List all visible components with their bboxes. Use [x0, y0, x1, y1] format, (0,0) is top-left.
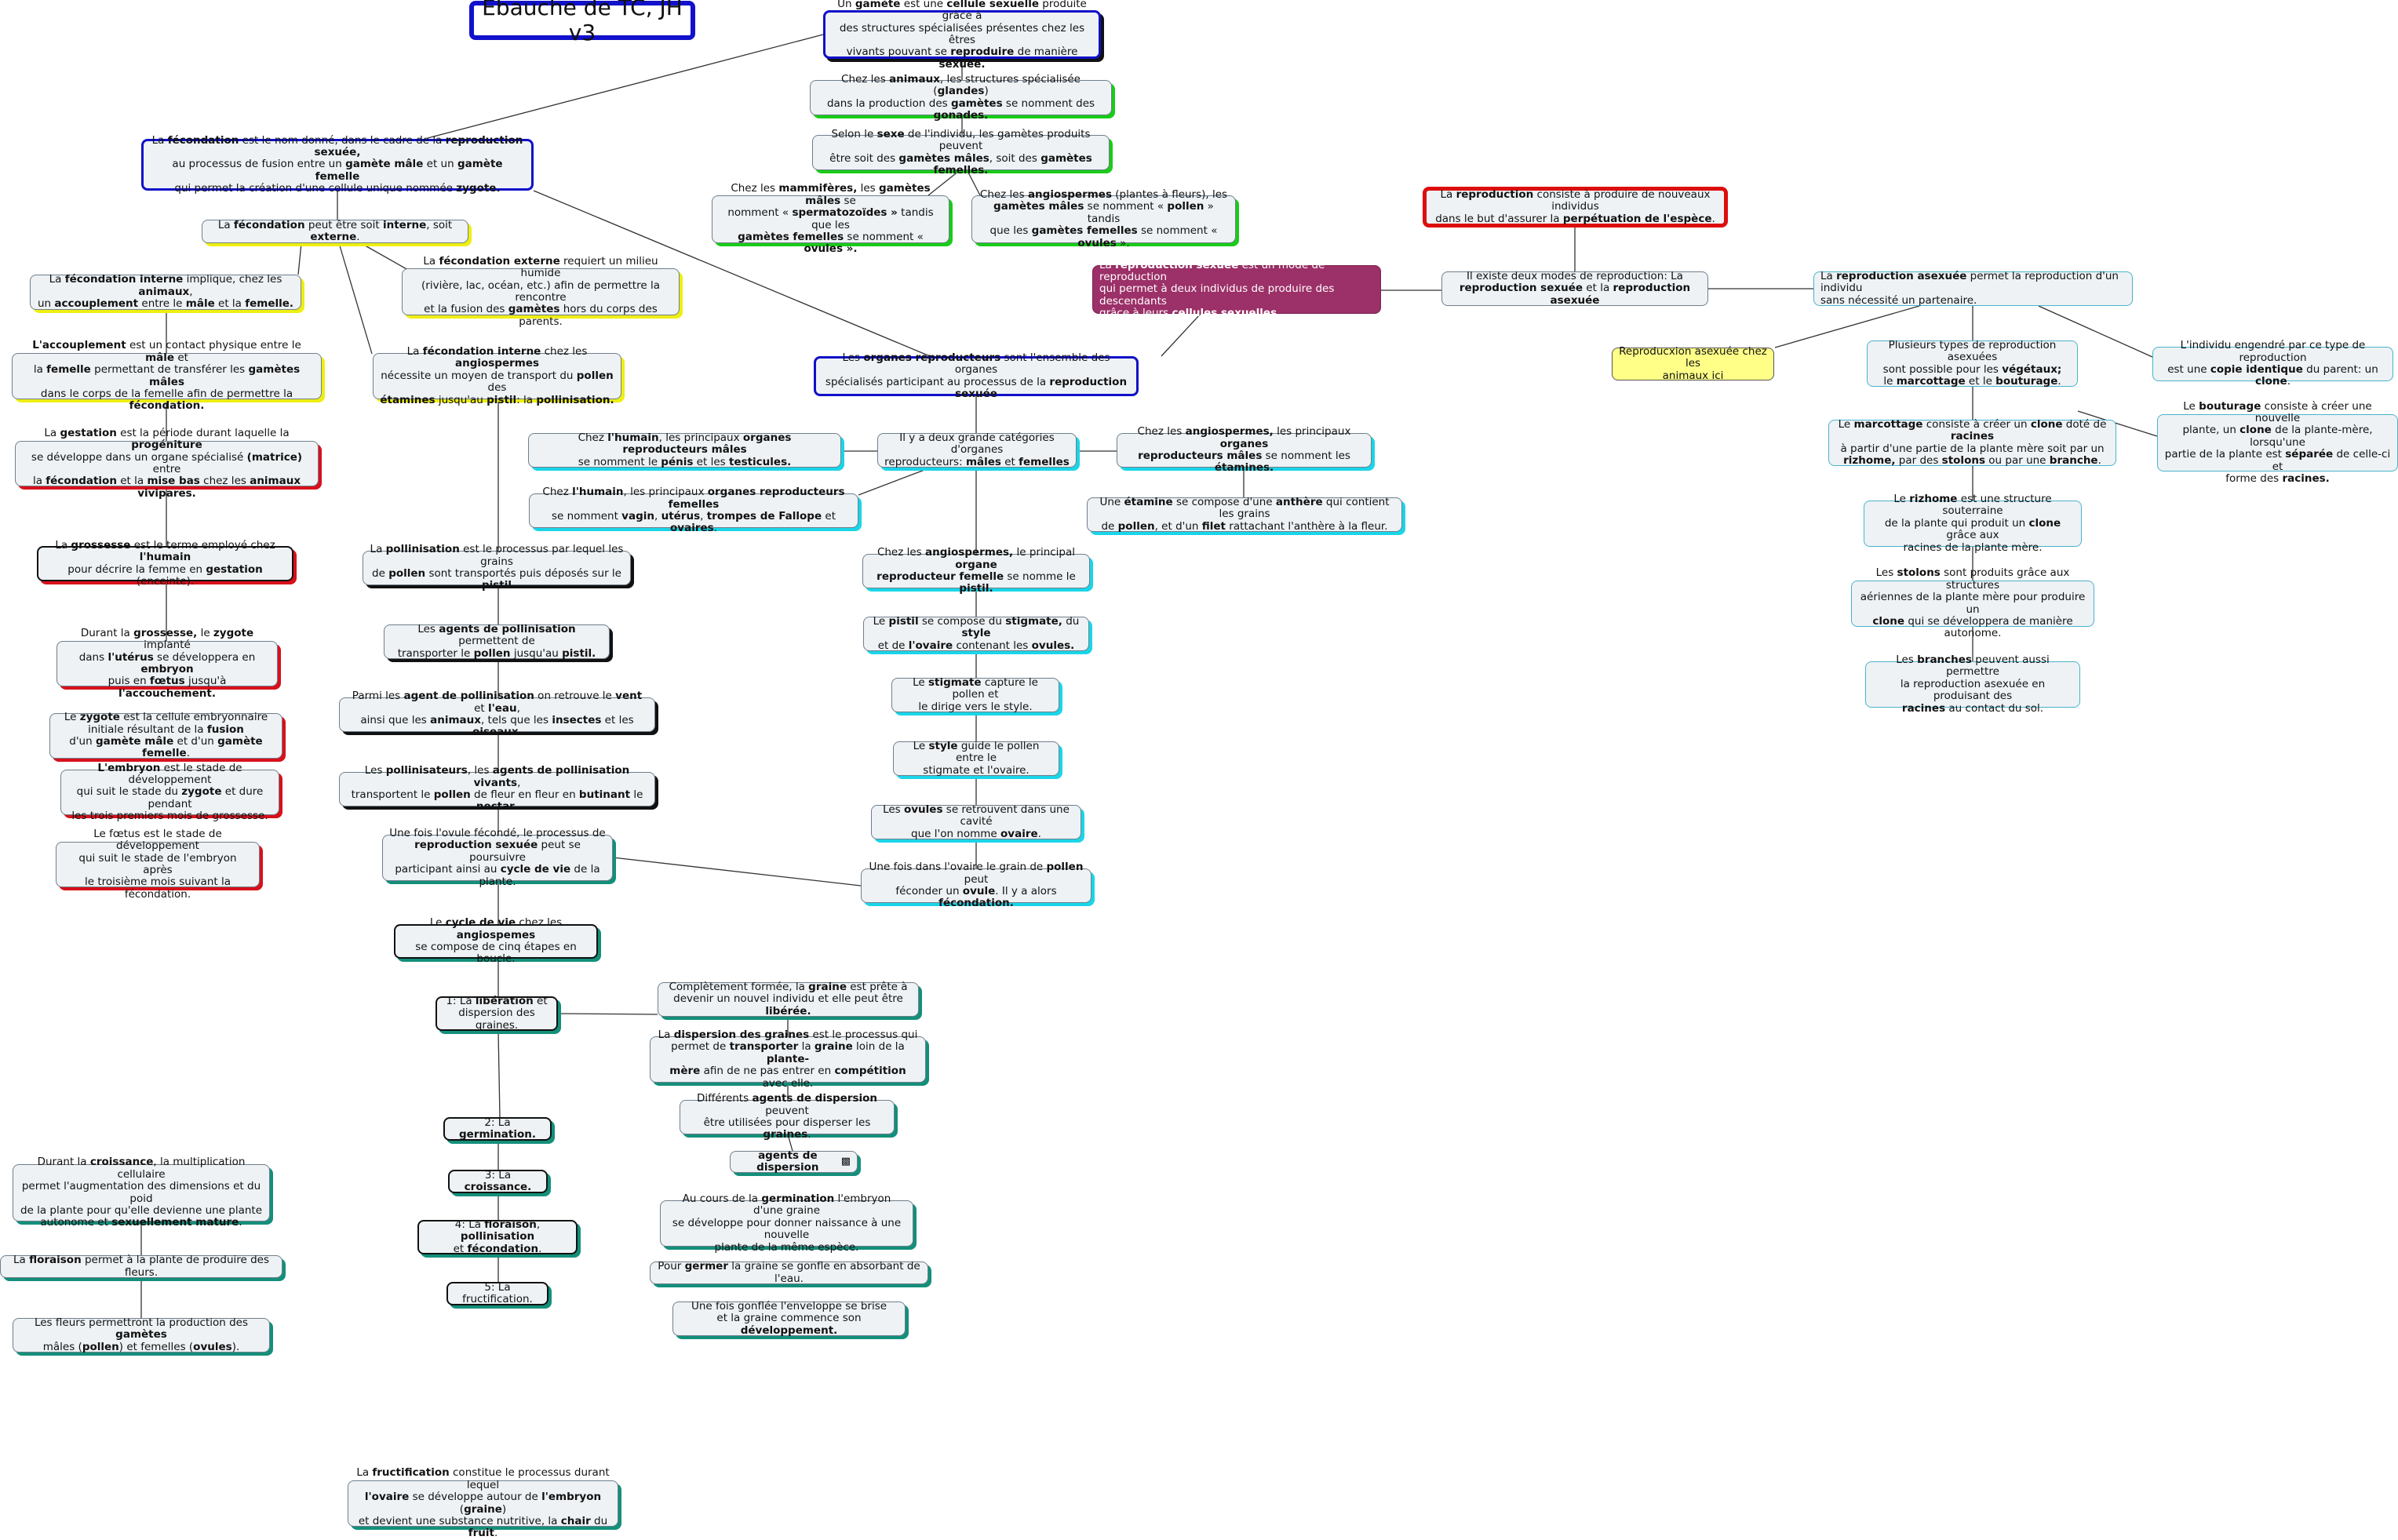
- connector-42: [612, 857, 862, 887]
- connector-7: [297, 242, 302, 275]
- connector-20: [2038, 305, 2153, 358]
- node-etamine[interactable]: Une étamine se compose d'une anthère qui…: [1087, 496, 1402, 532]
- node-ovules[interactable]: Les ovules se retrouvent dans une cavité…: [871, 803, 1081, 839]
- connector-28: [858, 467, 931, 496]
- node-types-asexuee[interactable]: Plusieurs types de reproduction asexuées…: [1867, 339, 2078, 388]
- connector-48: [787, 1134, 793, 1152]
- node-humain-males[interactable]: Chez l'humain, les principaux organes re…: [528, 431, 841, 468]
- node-etape-3[interactable]: 3: La croissance.: [448, 1169, 548, 1193]
- node-mammiferes[interactable]: Chez les mammifères, les gamètes mâles s…: [712, 183, 949, 255]
- node-animaux-glandes[interactable]: Chez les animaux, les structures spécial…: [810, 73, 1112, 122]
- node-agents-dispersion[interactable]: agents de dispersion ▩: [730, 1149, 858, 1174]
- node-reproduction-sexuee[interactable]: La reproduction sexuée est un mode de re…: [1092, 259, 1381, 319]
- node-fecondation-interne[interactable]: La fécondation interne implique, chez le…: [30, 274, 301, 310]
- node-fecondation[interactable]: La fécondation est le nom donné, dans le…: [141, 134, 534, 195]
- node-vent-eau[interactable]: Parmi les agent de pollinisation on retr…: [339, 690, 655, 738]
- node-fecondation-angio[interactable]: La fécondation interne chez les angiospe…: [373, 345, 621, 406]
- node-dispersion[interactable]: La dispersion des graines est le process…: [650, 1028, 926, 1089]
- node-fecondation-ovule[interactable]: Une fois dans l'ovaire le grain de polle…: [861, 861, 1091, 909]
- node-accouplement[interactable]: L'accouplement est un contact physique e…: [12, 340, 322, 412]
- node-fecondation-types[interactable]: La fécondation peut être soit interne, s…: [202, 219, 468, 243]
- connector-9: [338, 242, 373, 355]
- node-angio-pistil[interactable]: Chez les angiospermes, le principal orga…: [862, 547, 1090, 595]
- node-angio-males[interactable]: Chez les angiospermes, les principaux or…: [1117, 426, 1372, 474]
- attachment-icon[interactable]: ▩: [840, 1155, 851, 1167]
- node-copie-clone[interactable]: L'individu engendré par ce type de repro…: [2152, 340, 2393, 388]
- node-germination[interactable]: Au cours de la germination l'embryon d'u…: [660, 1192, 913, 1253]
- node-fleurs-gametes[interactable]: Les fleurs permettront la production des…: [13, 1316, 270, 1353]
- connector-8: [360, 242, 409, 271]
- node-graine-formee[interactable]: Complètement formée, la graine est prête…: [658, 981, 919, 1017]
- node-pollinisation[interactable]: La pollinisation est le processus par le…: [363, 544, 631, 592]
- node-ovule-feconde[interactable]: Une fois l'ovule fécondé, le processus d…: [382, 827, 613, 887]
- node-gamete[interactable]: Un gamète est une cellule sexuelle produ…: [823, 0, 1101, 70]
- node-stolons[interactable]: Les stolons sont produits grâce aux stru…: [1851, 567, 2094, 639]
- node-organes-reproducteurs[interactable]: Les organes reproducteurs sont l'ensembl…: [814, 351, 1139, 400]
- connector-49: [497, 1030, 501, 1118]
- connector-16: [1161, 313, 1201, 357]
- connector-3: [927, 170, 960, 196]
- node-marcottage[interactable]: Le marcottage consiste à créer un clone …: [1828, 418, 2116, 467]
- node-croissance[interactable]: Durant la croissance, la multiplication …: [13, 1156, 270, 1229]
- node-reproduction-asexuee[interactable]: La reproduction asexuée permet la reprod…: [1813, 270, 2133, 306]
- node-fecondation-externe[interactable]: La fécondation externe requiert un milie…: [402, 255, 680, 327]
- node-grossesse[interactable]: La grossesse est le terme employé chez l…: [37, 539, 293, 588]
- node-agents-pollinisation[interactable]: Les agents de pollinisation permettent d…: [384, 623, 610, 659]
- agents-dispersion-label: agents de dispersion: [756, 1149, 819, 1174]
- connector-4: [967, 170, 981, 196]
- connector-18: [1774, 305, 1920, 348]
- node-etape-2[interactable]: 2: La germination.: [443, 1116, 552, 1141]
- node-etape-5[interactable]: 5: La fructification.: [446, 1281, 548, 1305]
- node-humain-femelles[interactable]: Chez l'humain, les principaux organes re…: [529, 486, 858, 534]
- node-germer[interactable]: Pour germer la graine se gonfle en absor…: [650, 1260, 928, 1284]
- node-rizhome[interactable]: Le rizhome est une structure souterraine…: [1864, 493, 2082, 553]
- node-floraison[interactable]: La floraison permet à la plante de produ…: [0, 1254, 282, 1278]
- node-reproduction[interactable]: La reproduction consiste à produire de n…: [1423, 187, 1728, 228]
- connector-6: [533, 190, 931, 357]
- node-sexe-gametes[interactable]: Selon le sexe de l'individu, les gamètes…: [812, 128, 1110, 177]
- node-deux-modes[interactable]: Il existe deux modes de reproduction: La…: [1441, 270, 1708, 306]
- node-pistil[interactable]: Le pistil se compose du stigmate, du sty…: [863, 615, 1089, 651]
- node-bouturage[interactable]: Le bouturage consiste à créer une nouvel…: [2157, 400, 2398, 485]
- node-angio-gametes[interactable]: Chez les angiospermes (plantes à fleurs)…: [971, 188, 1236, 249]
- node-fructification[interactable]: La fructification constitue le processus…: [348, 1467, 618, 1539]
- connector-0: [427, 34, 824, 139]
- node-gestation[interactable]: La gestation est la période durant laque…: [15, 427, 319, 500]
- connector-22: [2077, 410, 2158, 437]
- node-pollinisateurs[interactable]: Les pollinisateurs, les agents de pollin…: [339, 764, 655, 813]
- map-title: Ébauche de TC, JH v3: [469, 0, 695, 45]
